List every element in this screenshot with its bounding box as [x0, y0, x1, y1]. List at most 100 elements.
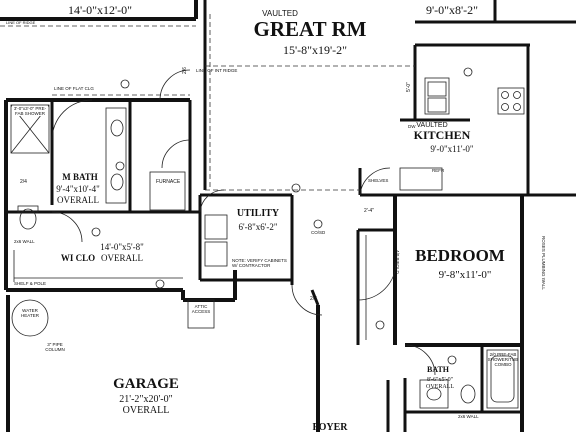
sink-basin	[427, 97, 447, 113]
tub	[486, 349, 519, 409]
wiclo-dims: 14'-0"x5'-8"	[100, 242, 144, 252]
bedroom-dims: 9'-8"x11'-0"	[439, 269, 492, 281]
great-rm-name: GREAT RM	[254, 17, 367, 41]
bath-overall: OVERALL	[426, 384, 454, 390]
tub-inner	[490, 355, 515, 403]
utility-dims: 6'-8"x6'-2"	[238, 222, 277, 232]
wall-2x6-note: 2x6 WALL	[14, 239, 35, 244]
burner	[513, 103, 521, 111]
wall	[310, 289, 320, 306]
range	[497, 87, 525, 115]
bedroom-name: BEDROOM	[415, 246, 505, 265]
bath-toilet	[460, 384, 476, 404]
top-right-dims: 9'-0"x8'-2"	[426, 3, 478, 17]
garage-name: GARAGE	[113, 376, 179, 392]
refr-note: REFR	[432, 168, 445, 173]
bath-sink	[426, 387, 442, 401]
bath-dims: 8'-6"x5'-0"	[427, 377, 454, 383]
ceiling-lines	[0, 14, 415, 191]
vanity-counter	[105, 107, 127, 204]
wiclo-name: WI CLO	[61, 253, 95, 263]
refrigerator	[399, 167, 443, 191]
bath-name: BATH	[427, 365, 450, 374]
door-swing	[359, 167, 391, 196]
utility-note: NOTE: VERIFY CABINETS W/ CONTRACTOR	[232, 258, 287, 268]
door-2-6: 2/6	[182, 67, 188, 74]
sink	[110, 173, 124, 191]
kitchen-sink	[424, 77, 450, 115]
toilet	[19, 208, 37, 230]
burner	[501, 91, 509, 99]
bath-shower-note: 2/0 PRE-FAB SHOWER/TUB COMBO	[487, 352, 519, 367]
light-fixture	[375, 320, 385, 330]
bedroom-wall-note: ROSES PLUMBING WALL	[541, 236, 546, 290]
top-left-dims: 14'-0"x12'-0"	[68, 3, 132, 17]
shelves-note: SHELVES	[368, 178, 388, 183]
garage-overall: OVERALL	[123, 405, 170, 416]
sink	[110, 119, 124, 137]
bath-wall-note: 2x6 WALL	[458, 414, 479, 419]
furnace-box	[149, 171, 186, 211]
co-sd-detector	[313, 219, 323, 229]
garage-dims: 21'-2"x20'-0"	[119, 394, 172, 405]
int-ridge-note: LINE OF INT RIDGE	[196, 68, 237, 73]
bifold-4-0: 4/0 BIFOLD	[395, 250, 400, 275]
burner	[513, 91, 521, 99]
door-swing	[51, 99, 93, 141]
fixtures	[10, 67, 525, 409]
kitchen-name: KITCHEN	[414, 128, 471, 142]
top-left-ridge: LINE OF RIDGE	[6, 20, 36, 25]
light-fixture	[291, 183, 301, 193]
room-labels: 14'-0"x12'-0" LINE OF RIDGE VAULTED GREA…	[6, 3, 505, 432]
pipe-column-box: 3" PIPE COLUMN	[45, 342, 65, 352]
pipe-column-note: 3" PIPE COLUMN	[45, 342, 65, 352]
door-swing	[199, 189, 225, 213]
toilet-tank	[17, 205, 39, 213]
door-swing	[291, 284, 323, 316]
light-fixture	[155, 279, 165, 289]
attic-access-note-box: ATTIC ACCESS	[191, 304, 211, 314]
mbath-overall: OVERALL	[57, 195, 99, 205]
dim-5-0: 5'-0"	[406, 82, 412, 92]
co-sd-note: CO/SD	[311, 230, 326, 235]
door-swing	[404, 344, 436, 376]
light-fixture	[120, 79, 130, 89]
washer	[204, 214, 228, 240]
shower-note-box: 3'-0"x3'-0" PRE-FAB SHOWER	[12, 106, 48, 116]
sink-basin	[427, 81, 447, 97]
door-2-8: 2/8	[310, 296, 317, 302]
light-fixture	[91, 227, 101, 237]
attic-access-note: ATTIC ACCESS	[191, 304, 211, 314]
light-fixture	[447, 355, 457, 365]
water-heater	[11, 299, 49, 337]
dw-note: DW	[408, 124, 416, 129]
great-rm-vaulted: VAULTED	[262, 9, 298, 18]
mbath-name: M BATH	[62, 172, 98, 182]
water-heater-box: WATER HEATER	[21, 308, 39, 318]
door-swing	[159, 69, 191, 101]
door-swing	[51, 211, 83, 243]
door-2-4: 2/4	[20, 179, 27, 185]
dim-2-4-ft: 2'-4"	[364, 208, 374, 214]
light-fixture	[115, 161, 125, 171]
attic-access-box	[187, 299, 215, 329]
bath-shower-box: 2/0 PRE-FAB SHOWER/TUB COMBO	[487, 352, 519, 367]
foyer-name: FOYER	[313, 422, 349, 432]
burner	[501, 103, 509, 111]
furnace-note: FURNACE	[156, 179, 181, 185]
great-rm-dims: 15'-8"x19'-2"	[283, 43, 347, 57]
kitchen-dims: 9'-0"x11'-0"	[430, 144, 474, 154]
shelf-pole-note: SHELF & POLE	[14, 281, 46, 286]
utility-name: UTILITY	[237, 208, 280, 219]
notes: LINE OF FLAT CLG LINE OF INT RIDGE 3'-0"…	[12, 67, 546, 419]
light-fixture	[463, 67, 473, 77]
wiclo-overall: OVERALL	[101, 253, 143, 263]
dryer	[204, 241, 228, 267]
door-swing	[357, 261, 397, 301]
kitchen-vaulted: VAULTED	[416, 122, 447, 129]
water-heater-note: WATER HEATER	[21, 308, 39, 318]
utility-note-box: NOTE: VERIFY CABINETS W/ CONTRACTOR	[232, 258, 287, 268]
shower-fixture	[10, 104, 50, 154]
